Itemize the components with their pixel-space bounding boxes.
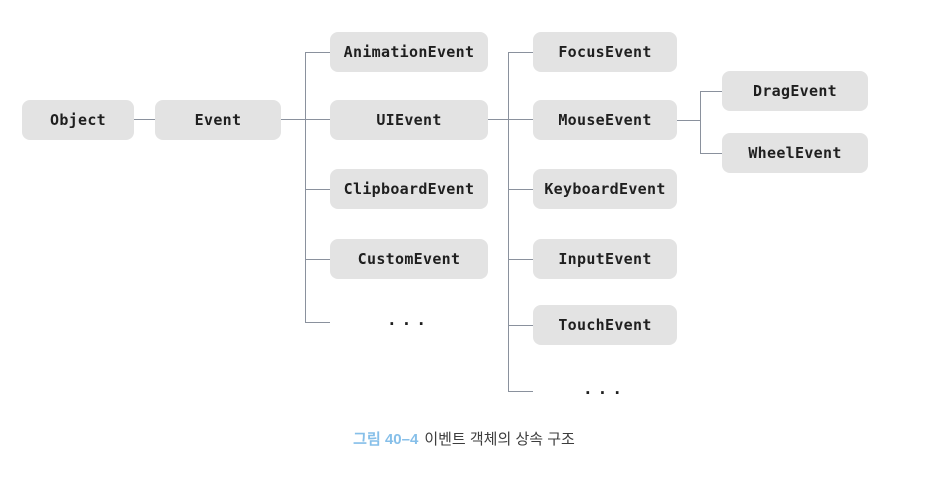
connector-line bbox=[508, 390, 533, 392]
connector-line bbox=[508, 51, 533, 53]
event-children-ellipsis: ... bbox=[387, 310, 431, 329]
connector-line bbox=[677, 119, 700, 121]
node-event: Event bbox=[155, 100, 281, 140]
connector-line bbox=[134, 118, 155, 120]
figure-number-label: 그림 40–4 bbox=[353, 431, 419, 448]
connector-line bbox=[700, 152, 722, 154]
figure-caption: 그림 40–4 이벤트 객체의 상속 구조 bbox=[0, 428, 928, 449]
node-object: Object bbox=[22, 100, 134, 140]
node-ui-event: UIEvent bbox=[330, 100, 488, 140]
connector-line bbox=[700, 90, 722, 92]
connector-line bbox=[699, 91, 701, 154]
connector-line bbox=[508, 324, 533, 326]
node-drag-event: DragEvent bbox=[722, 71, 868, 111]
figure-caption-text: 이벤트 객체의 상속 구조 bbox=[424, 431, 575, 448]
node-mouse-event: MouseEvent bbox=[533, 100, 677, 140]
connector-line bbox=[488, 118, 533, 120]
node-touch-event: TouchEvent bbox=[533, 305, 677, 345]
connector-line bbox=[304, 52, 306, 323]
node-input-event: InputEvent bbox=[533, 239, 677, 279]
ui-children-ellipsis: ... bbox=[583, 379, 627, 398]
node-keyboard-event: KeyboardEvent bbox=[533, 169, 677, 209]
node-custom-event: CustomEvent bbox=[330, 239, 488, 279]
connector-line bbox=[305, 258, 330, 260]
node-wheel-event: WheelEvent bbox=[722, 133, 868, 173]
connector-line bbox=[507, 52, 509, 392]
node-clipboard-event: ClipboardEvent bbox=[330, 169, 488, 209]
connector-line bbox=[305, 321, 330, 323]
node-focus-event: FocusEvent bbox=[533, 32, 677, 72]
connector-line bbox=[508, 188, 533, 190]
node-animation-event: AnimationEvent bbox=[330, 32, 488, 72]
connector-line bbox=[508, 258, 533, 260]
connector-line bbox=[305, 51, 330, 53]
connector-line bbox=[305, 188, 330, 190]
